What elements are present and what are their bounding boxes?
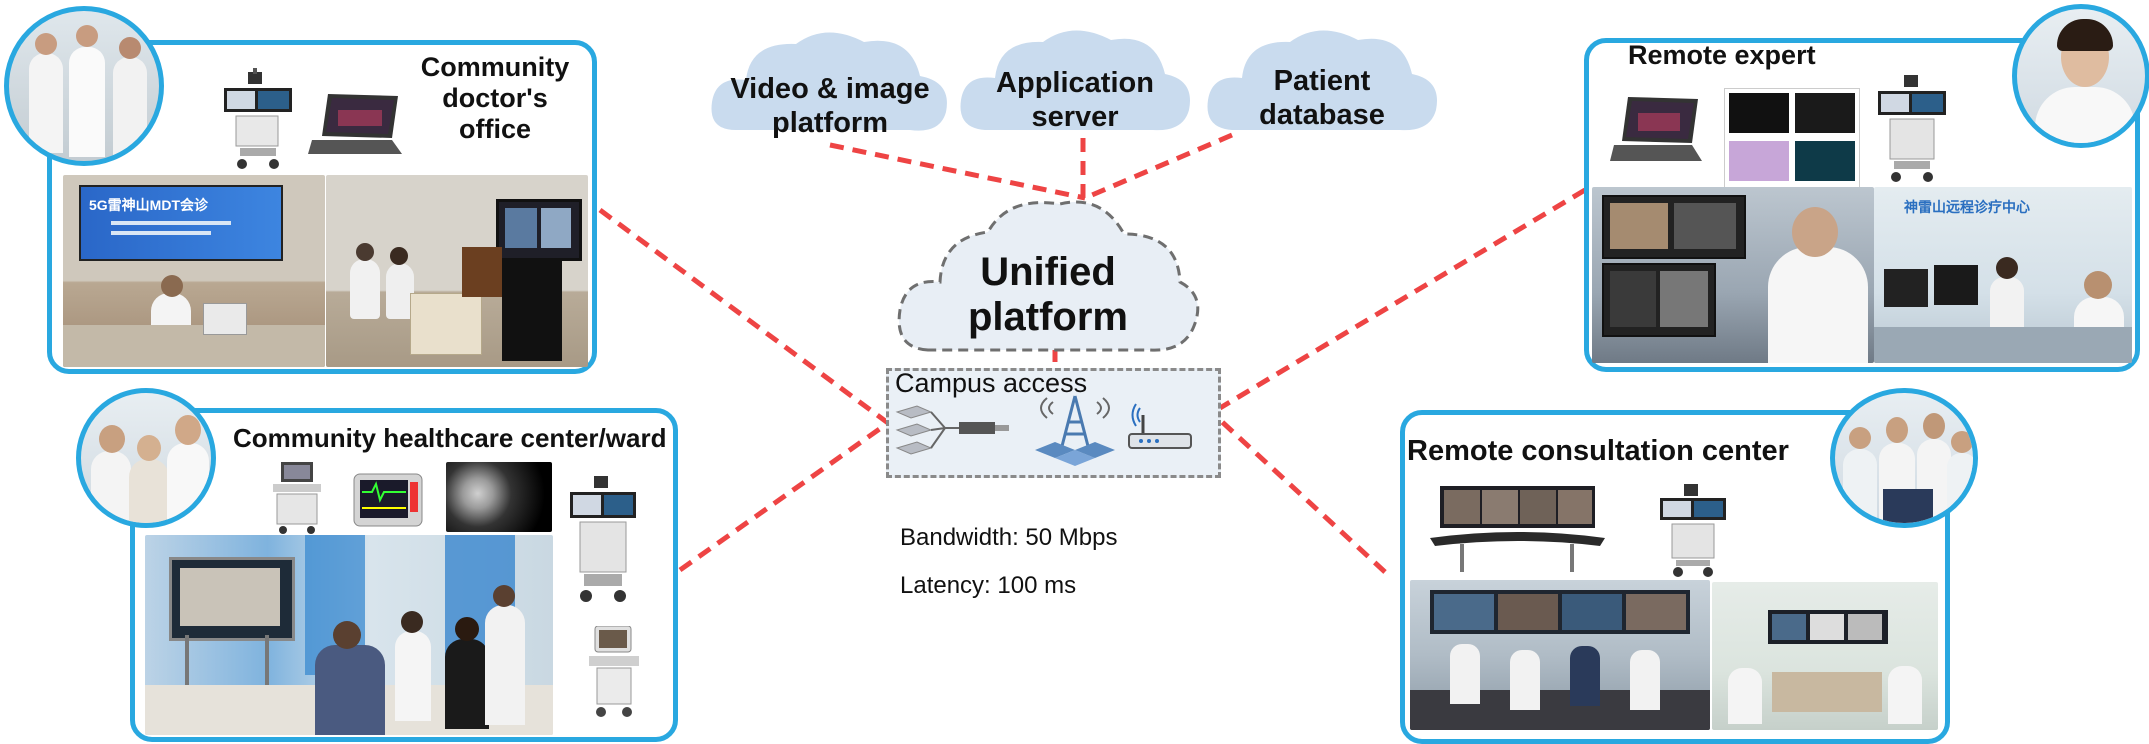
telemedicine-cart-icon [224,68,292,169]
laptop-icon [308,94,402,154]
connector-patient-database [1084,132,1233,201]
remote-expert-avatar [2012,4,2149,148]
ultrasound-machine-icon [273,462,321,534]
latency-stat: Latency: 100 ms [900,572,1077,599]
video-conference-screen: 5G雷神山MDT会诊 [79,185,283,261]
telemedicine-cart-icon-3 [1878,75,1946,182]
connector-community-doctor [598,207,890,426]
laptop-icon-2 [1610,97,1702,161]
connector-remote-center [1218,418,1387,574]
ward-screen [169,557,295,641]
campus-access-label: Campus access [895,368,1088,398]
diagnostic-images-grid [1724,88,1860,188]
bandwidth-stat: Bandwidth: 50 Mbps [900,524,1118,551]
remote-expert-photo-left [1592,187,1874,363]
wall-monitor [496,199,582,261]
remote-expert-title: Remote expert [1628,40,1816,70]
patient-monitor-icon [353,473,423,527]
telemedicine-cart-icon-4 [1660,484,1726,577]
community-center-title: Community healthcare center/ward [233,423,667,453]
optical-splitter-icon [895,405,1009,455]
endoscope-image [446,462,552,532]
telemedicine-cart-icon-2 [570,476,636,602]
community-center-avatar [76,388,216,528]
consultation-room-photo-right [1712,582,1938,730]
remote-center-title: Remote consultation center [1407,435,1789,467]
connector-video-platform [829,142,1086,201]
community-doctor-photo-right [326,175,588,367]
connector-remote-expert [1218,187,1587,411]
unified-platform-cloud [897,200,1200,352]
connector-community-center [678,420,890,573]
ultrasound-cart-icon [589,626,639,717]
wireless-router-icon [1128,403,1192,449]
application-server-cloud [960,30,1190,131]
consultation-room-photo-left [1410,580,1710,730]
cell-tower-icon [1035,395,1115,466]
remote-expert-photo-right: 神雷山远程诊疗中心 [1874,187,2132,363]
ward-photo [145,535,553,735]
video-platform-cloud [711,32,947,131]
community-doctor-avatar [4,6,164,166]
community-doctor-photo-left: 5G雷神山MDT会诊 [63,175,325,367]
video-conference-system-icon [1430,486,1605,572]
patient-database-cloud [1207,30,1437,131]
remote-center-avatar [1830,388,1978,528]
